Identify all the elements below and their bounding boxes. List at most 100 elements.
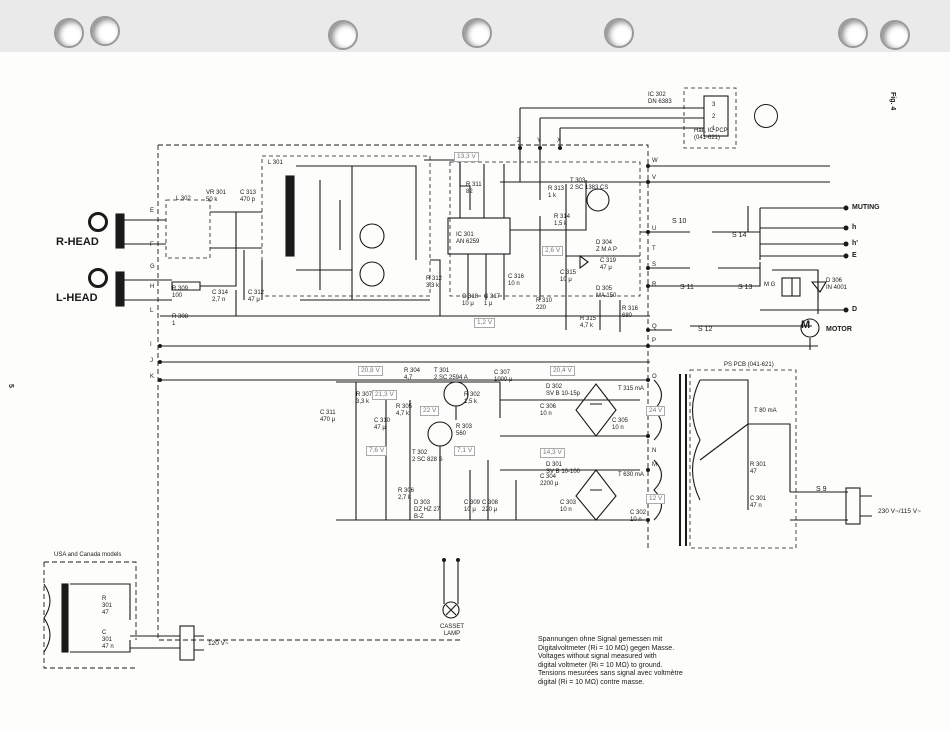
connector-letter: S bbox=[652, 262, 657, 268]
r305-label: R 305 4,7 k bbox=[396, 404, 413, 417]
motor-label: MOTOR bbox=[826, 326, 852, 333]
voltage-reading: 7,1 V bbox=[454, 446, 476, 456]
c305-label: C 305 10 n bbox=[612, 418, 629, 431]
connector-letter: Q bbox=[652, 324, 657, 330]
c316-label: C 316 10 n bbox=[508, 274, 525, 287]
switch-s14: S 14 bbox=[732, 232, 747, 239]
switch-s10: S 10 bbox=[672, 218, 687, 225]
muting-output-label: MUTING bbox=[852, 204, 880, 211]
t302-label: T 302 2 SC 828 S bbox=[412, 450, 443, 463]
c304-label: C 304 2200 μ bbox=[540, 474, 559, 487]
binder-hole bbox=[54, 18, 84, 48]
connector-letter: H bbox=[150, 284, 155, 290]
r316-label: R 316 680 bbox=[622, 306, 639, 319]
c319-label: C 319 47 μ bbox=[600, 258, 617, 271]
connector-letter: E bbox=[150, 208, 155, 214]
r-head-label: R-HEAD bbox=[56, 236, 99, 248]
r-head-icon bbox=[88, 212, 108, 232]
ic301-label: IC 301 AN 6259 bbox=[456, 232, 480, 245]
connector-letter: R bbox=[652, 282, 657, 288]
l302-label: L 302 bbox=[176, 196, 191, 202]
c309-label: C 309 10 μ bbox=[464, 500, 481, 513]
d306-label: D 306 IN 4001 bbox=[826, 278, 848, 291]
connector-letter: N bbox=[652, 448, 657, 454]
voltage-reading: 14,3 V bbox=[540, 448, 565, 458]
binder-hole bbox=[90, 16, 120, 46]
l301-label: L 301 bbox=[268, 160, 283, 166]
t315-label: T 315 mA bbox=[618, 386, 644, 392]
e-output-label: E bbox=[852, 252, 857, 259]
c307-label: C 307 1000 μ bbox=[494, 370, 513, 383]
binder-hole bbox=[880, 20, 910, 50]
binder-hole bbox=[328, 20, 358, 50]
hall-pin: 3 bbox=[712, 102, 716, 108]
d301-label: D 301 SV B 10-100 bbox=[546, 462, 581, 475]
c314-label: C 314 2,7 n bbox=[212, 290, 229, 303]
figure-label: Fig. 4 bbox=[889, 92, 896, 111]
usa-models-label: USA and Canada models bbox=[54, 552, 122, 558]
voltage-reading: 1,2 V bbox=[474, 318, 496, 328]
hall-sensor-icon bbox=[754, 104, 778, 128]
h-prime-output-label: h' bbox=[852, 240, 858, 247]
switch-s9: S 9 bbox=[816, 486, 827, 493]
vr301-label: VR 301 50 k bbox=[206, 190, 227, 203]
connector-letter: W bbox=[652, 158, 658, 164]
mg-label: M G bbox=[764, 282, 776, 288]
d303-label: D 303 DZ HZ 27 B-Z bbox=[414, 500, 441, 520]
measurement-footnote: Spannungen ohne Signal gemessen mit Digi… bbox=[538, 636, 683, 686]
connector-letter: T bbox=[652, 246, 656, 252]
hall-ic-name: IC 302 DN 6383 bbox=[648, 92, 672, 105]
connector-letter: Y bbox=[537, 138, 542, 144]
hall-pin: 2 bbox=[712, 114, 716, 120]
usa-c301-label: C 301 47 n bbox=[102, 630, 114, 650]
r304-label: R 304 4,7 bbox=[404, 368, 421, 381]
c311-label: C 311 470 μ bbox=[320, 410, 336, 423]
voltage-reading: 13,3 V bbox=[454, 152, 479, 162]
t630-label: T 630 mA bbox=[618, 472, 644, 478]
voltage-reading: 21,3 V bbox=[372, 390, 397, 400]
connector-letter: V bbox=[652, 175, 657, 181]
motor-icon: M bbox=[801, 319, 811, 331]
t80-label: T 80 mA bbox=[754, 408, 777, 414]
mains-voltage-label: 230 V~/115 V~ bbox=[878, 508, 921, 515]
c318-label: C 318 10 μ bbox=[462, 294, 479, 307]
r307-label: R 307 3,3 k bbox=[356, 392, 373, 405]
connector-letter: K bbox=[150, 374, 155, 380]
r313-label: R 313 1 k bbox=[548, 186, 565, 199]
hall-pin: 1 bbox=[712, 126, 716, 132]
voltage-reading: 12 V bbox=[646, 494, 666, 504]
switch-s13: S 13 bbox=[738, 284, 753, 291]
d302-label: D 302 SV B 10-15p bbox=[546, 384, 581, 397]
c317-label: C 317 1 μ bbox=[484, 294, 501, 307]
connector-letter: I bbox=[150, 342, 152, 348]
switch-s11: S 11 bbox=[680, 284, 694, 291]
c303-label: C 303 10 n bbox=[560, 500, 577, 513]
r308-label: R 308 1 bbox=[172, 314, 189, 327]
connector-letter: L bbox=[150, 308, 154, 314]
d-output-label: D bbox=[852, 306, 858, 313]
binder-hole bbox=[838, 18, 868, 48]
voltage-reading: 22 V bbox=[420, 406, 440, 416]
connector-letter: U bbox=[652, 226, 657, 232]
ps-pcb-label: PS PCB (041-621) bbox=[724, 362, 774, 368]
r301-label: R 301 47 bbox=[750, 462, 767, 475]
voltage-reading: 20,4 V bbox=[550, 366, 575, 376]
connector-letter: F bbox=[150, 242, 154, 248]
r309-label: R 309 100 bbox=[172, 286, 189, 299]
r312-label: R 312 3,3 k bbox=[426, 276, 443, 289]
cassette-lamp-label: CASSET LAMP bbox=[440, 624, 465, 637]
usa-voltage-label: 120 V~ bbox=[208, 640, 229, 647]
binder-hole bbox=[604, 18, 634, 48]
c310-label: C 310 47 μ bbox=[374, 418, 391, 431]
page-number: 5 bbox=[7, 384, 14, 388]
r302-label: R 302 1,5 k bbox=[464, 392, 481, 405]
c308-label: C 308 220 μ bbox=[482, 500, 499, 513]
voltage-reading: 2,6 V bbox=[542, 246, 564, 256]
voltage-reading: 24 V bbox=[646, 406, 666, 416]
c313-label: C 313 470 p bbox=[240, 190, 257, 203]
switch-s12: S 12 bbox=[698, 326, 713, 333]
connector-letter: Z bbox=[517, 138, 521, 144]
voltage-reading: 20,8 V bbox=[358, 366, 383, 376]
r315-label: R 315 4,7 k bbox=[580, 316, 597, 329]
